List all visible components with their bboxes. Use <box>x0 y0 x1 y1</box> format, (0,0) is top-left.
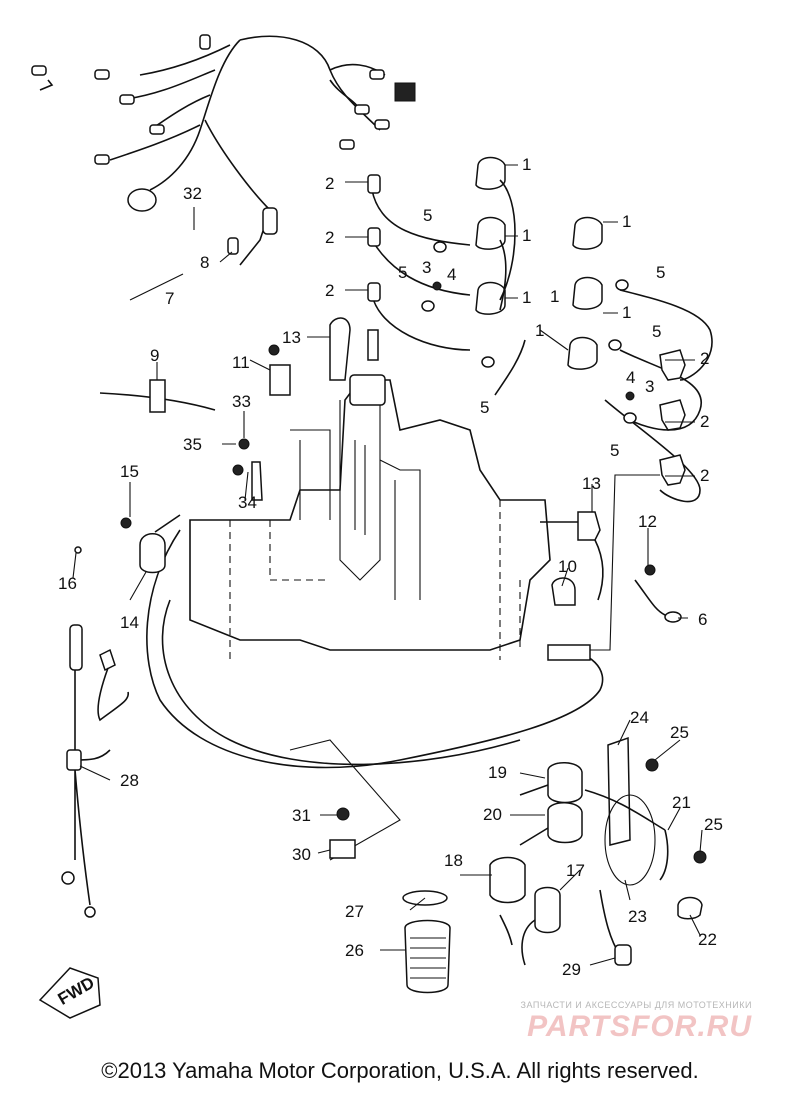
callout-1: 1 <box>522 226 531 245</box>
callout-2: 2 <box>325 228 334 247</box>
callout-10: 10 <box>558 557 577 576</box>
callout-22: 22 <box>698 930 717 949</box>
callout-25: 25 <box>670 723 689 742</box>
callout-5: 5 <box>652 322 661 341</box>
callout-5: 5 <box>423 206 432 225</box>
callout-3: 3 <box>645 377 654 396</box>
callout-2: 2 <box>700 412 709 431</box>
callout-35: 35 <box>183 435 202 454</box>
callout-5: 5 <box>610 441 619 460</box>
callout-26: 26 <box>345 941 364 960</box>
callout-18: 18 <box>444 851 463 870</box>
callout-4: 4 <box>626 368 635 387</box>
engine-outline <box>146 374 604 861</box>
callout-8: 8 <box>200 253 209 272</box>
callout-34: 34 <box>238 493 257 512</box>
callout-16: 16 <box>58 574 77 593</box>
callout-2: 2 <box>700 349 709 368</box>
callout-25: 25 <box>704 815 723 834</box>
callout-4: 4 <box>447 265 456 284</box>
callout-27: 27 <box>345 902 364 921</box>
callout-3: 3 <box>422 258 431 277</box>
callout-11: 11 <box>232 353 250 372</box>
callout-20: 20 <box>483 805 502 824</box>
callout-5: 5 <box>656 263 665 282</box>
fwd-arrow-icon: FWD <box>38 967 101 1019</box>
callout-28: 28 <box>120 771 139 790</box>
callout-31: 31 <box>292 806 311 825</box>
callout-19: 19 <box>488 763 507 782</box>
callout-13: 13 <box>282 328 301 347</box>
callout-6: 6 <box>698 610 707 629</box>
callout-1: 1 <box>622 303 631 322</box>
watermark-logo: PARTSFOR.RU <box>527 1010 752 1043</box>
callout-5: 5 <box>480 398 489 417</box>
callout-13: 13 <box>582 474 601 493</box>
watermark: ЗАПЧАСТИ И АКСЕССУАРЫ ДЛЯ МОТОТЕХНИКИ PA… <box>521 1000 752 1044</box>
callout-7: 7 <box>165 289 174 308</box>
callout-1: 1 <box>522 155 531 174</box>
copyright-notice: ©2013 Yamaha Motor Corporation, U.S.A. A… <box>101 1058 699 1083</box>
misc-components <box>61 317 379 918</box>
callout-2: 2 <box>325 281 334 300</box>
right-components <box>489 474 707 966</box>
callout-labels: 1 1 1 1 1 1 1 2 2 2 2 2 2 3 3 4 4 5 5 5 … <box>58 155 723 979</box>
callout-23: 23 <box>628 907 647 926</box>
callout-33: 33 <box>232 392 251 411</box>
callout-32: 32 <box>183 184 202 203</box>
callout-1: 1 <box>622 212 631 231</box>
bottom-parts <box>329 807 451 994</box>
callout-21: 21 <box>672 793 691 812</box>
leader-lines <box>72 164 703 966</box>
callout-12: 12 <box>638 512 657 531</box>
callout-1: 1 <box>550 287 559 306</box>
callout-24: 24 <box>630 708 649 727</box>
callout-14: 14 <box>120 613 139 632</box>
callout-29: 29 <box>562 960 581 979</box>
callout-2: 2 <box>325 174 334 193</box>
callout-9: 9 <box>150 346 159 365</box>
callout-5: 5 <box>398 263 407 282</box>
callout-30: 30 <box>292 845 311 864</box>
wire-harness <box>31 34 416 266</box>
callout-17: 17 <box>566 861 585 880</box>
watermark-tagline: ЗАПЧАСТИ И АКСЕССУАРЫ ДЛЯ МОТОТЕХНИКИ <box>520 1000 752 1010</box>
callout-1: 1 <box>535 321 544 340</box>
callout-1: 1 <box>522 288 531 307</box>
callout-15: 15 <box>120 462 139 481</box>
callout-2: 2 <box>700 466 709 485</box>
